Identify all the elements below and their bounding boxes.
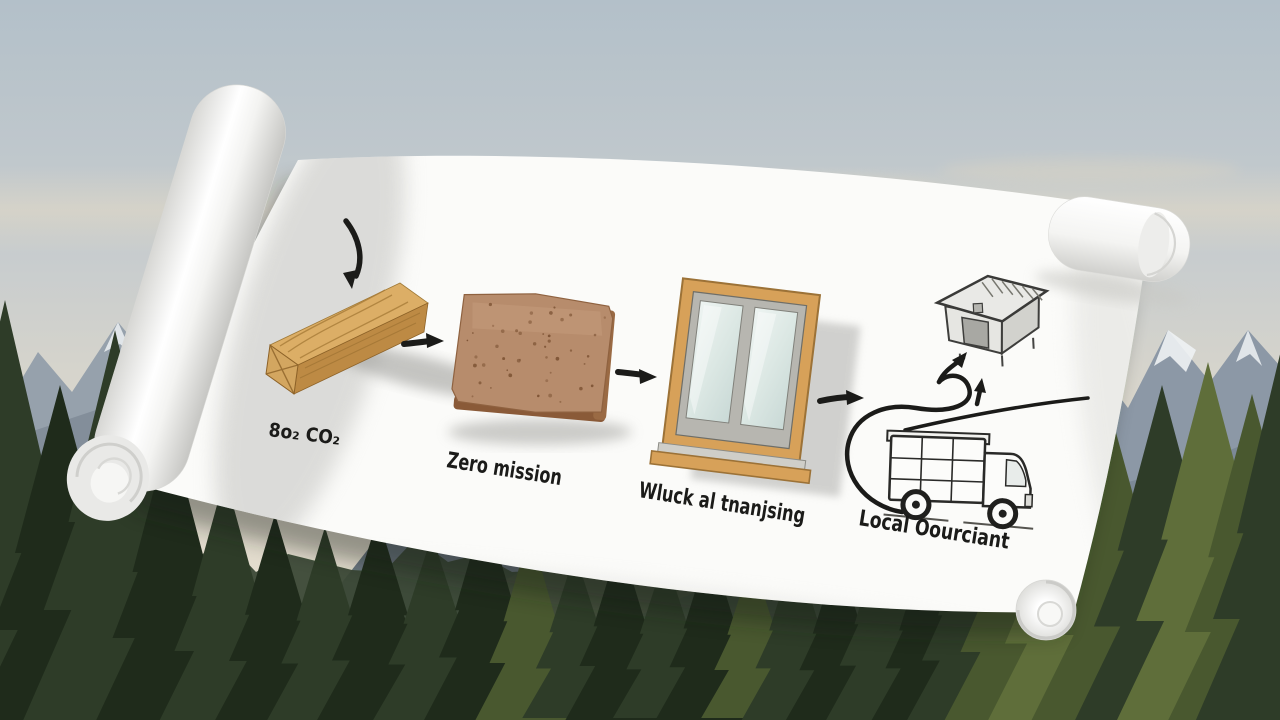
right-arrow-icon [817, 390, 864, 405]
scroll-left-roll [66, 84, 286, 521]
scroll-top-curl [1034, 196, 1191, 306]
cork-panel-icon [451, 293, 616, 422]
scroll-roll-end [66, 435, 150, 521]
winding-road-arrow-icon [844, 352, 1090, 515]
curved-down-arrow-icon [343, 218, 363, 289]
truck-and-house-icon [844, 274, 1090, 530]
right-arrow-icon [615, 369, 657, 384]
scroll-bottom-curl [1015, 579, 1077, 641]
cloud [940, 158, 1240, 182]
truck-icon [883, 429, 1034, 530]
right-arrow-icon [401, 333, 444, 348]
cork-shadow [448, 419, 632, 445]
process-diagram: 8o₂ CO₂ Zero mission Wluck al tnanjsing … [265, 218, 1090, 555]
house-icon [933, 274, 1050, 367]
small-up-arrow-icon [974, 378, 986, 407]
window-icon [649, 277, 861, 498]
